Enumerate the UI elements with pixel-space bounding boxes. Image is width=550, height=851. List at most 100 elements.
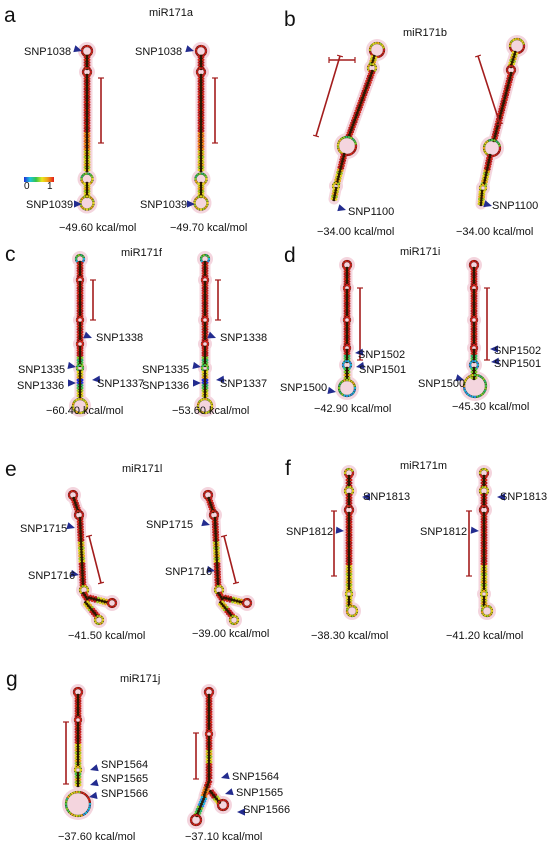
base-dot — [201, 264, 205, 267]
base-dot — [205, 747, 209, 750]
base-dot — [484, 493, 488, 497]
base-dot — [81, 513, 85, 517]
base-dot — [81, 366, 85, 370]
base-dot — [76, 346, 80, 350]
base-dot — [224, 604, 228, 607]
base-dot — [339, 177, 342, 180]
base-dot — [372, 71, 376, 74]
base-dot — [367, 72, 371, 75]
base-dot — [345, 557, 349, 560]
stem-backbone — [216, 591, 226, 603]
base-dot — [362, 101, 365, 104]
base-dot — [510, 49, 513, 52]
base-dot — [210, 499, 214, 502]
base-dot — [343, 297, 347, 300]
base-dot — [480, 536, 484, 539]
base-dot — [343, 352, 347, 355]
base-dot — [73, 688, 76, 691]
base-dot — [197, 58, 201, 61]
base-dot — [466, 376, 470, 379]
base-dot — [80, 378, 84, 382]
panel-f-letter: f — [285, 457, 291, 480]
base-dot — [474, 316, 478, 320]
base-dot — [81, 533, 85, 536]
base-dot — [349, 512, 353, 516]
base-dot — [522, 47, 525, 50]
base-dot — [213, 552, 216, 555]
base-dot — [345, 502, 349, 505]
base-dot — [90, 49, 94, 53]
base-dot — [82, 595, 85, 599]
base-dot — [343, 312, 347, 315]
base-dot — [201, 90, 205, 93]
base-dot — [65, 800, 68, 803]
base-dot — [484, 502, 488, 505]
base-dot — [345, 608, 349, 612]
base-dot — [90, 52, 93, 55]
base-dot — [484, 590, 488, 594]
base-dot — [343, 159, 347, 162]
base-dot — [91, 595, 95, 598]
base-dot — [196, 46, 199, 49]
base-dot — [478, 192, 481, 196]
base-dot — [349, 528, 353, 531]
base-dot — [87, 145, 91, 148]
base-dot — [77, 546, 81, 550]
base-dot — [87, 116, 91, 120]
base-dot — [205, 289, 209, 292]
base-dot — [76, 302, 80, 305]
mature-mirna-bracket — [88, 535, 102, 584]
base-dot — [76, 330, 80, 334]
base-dot — [474, 370, 478, 374]
base-dot — [354, 109, 358, 112]
stem-backbone — [194, 795, 207, 818]
base-dot — [343, 489, 347, 493]
base-dot — [197, 85, 201, 88]
base-dot — [208, 508, 212, 511]
base-dot — [507, 91, 510, 94]
base-dot — [201, 132, 205, 135]
base-dot — [74, 778, 78, 781]
base-dot — [343, 302, 347, 305]
base-dot — [87, 140, 91, 143]
base-dot — [205, 715, 209, 719]
base-dot — [201, 74, 205, 78]
base-dot — [492, 130, 496, 134]
base-dot — [484, 387, 487, 390]
stem-backbone — [481, 153, 493, 187]
base-dot — [87, 160, 91, 164]
base-dot — [469, 394, 472, 398]
snp-label: SNP1335 — [142, 364, 190, 376]
base-dot — [479, 506, 482, 509]
base-dot — [200, 255, 203, 258]
snp-arrow — [192, 361, 201, 369]
base-dot — [337, 141, 340, 144]
stem-backbone — [212, 516, 221, 588]
base-dot — [83, 111, 87, 114]
base-dot — [201, 381, 205, 384]
snp-label: SNP1338 — [96, 332, 144, 344]
base-dot — [80, 289, 84, 292]
base-dot — [72, 407, 75, 410]
base-dot — [506, 77, 509, 80]
base-dot — [89, 70, 93, 74]
base-dot — [91, 204, 95, 207]
base-dot — [75, 398, 78, 402]
base-dot — [509, 42, 512, 45]
base-dot — [470, 309, 474, 313]
base-dot — [233, 601, 237, 605]
base-dot — [347, 359, 350, 363]
base-dot — [511, 75, 514, 79]
base-dot — [355, 607, 358, 610]
base-dot — [80, 322, 84, 326]
base-dot — [209, 409, 212, 412]
base-dot — [344, 259, 347, 263]
base-dot — [82, 257, 86, 261]
base-dot — [205, 707, 209, 711]
base-dot — [480, 552, 484, 555]
base-dot — [201, 93, 205, 96]
base-dot — [368, 48, 372, 52]
base-dot — [83, 567, 86, 571]
base-dot — [87, 163, 91, 167]
base-dot — [508, 61, 511, 65]
